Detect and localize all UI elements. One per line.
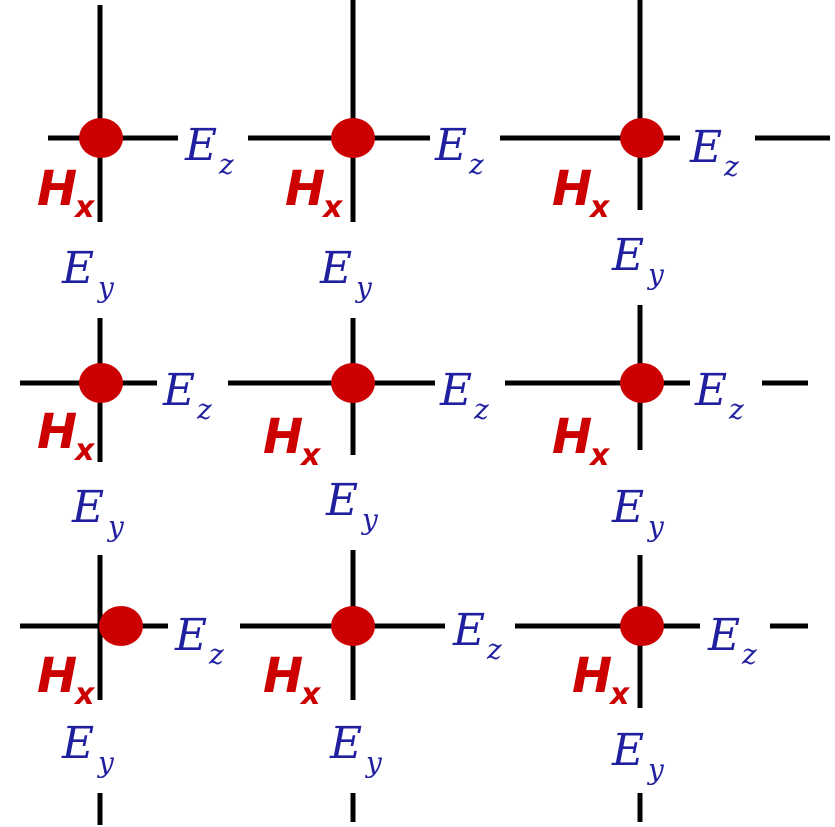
ez-label-symbol: E: [694, 365, 727, 416]
ez-label-subscript: z: [486, 633, 502, 666]
hx-label-subscript: x: [73, 677, 96, 712]
ey-label-subscript: y: [646, 258, 665, 291]
ez-label-symbol: E: [434, 120, 467, 171]
hx-label-subscript: x: [299, 677, 322, 712]
ez-label-subscript: z: [728, 393, 744, 426]
h-node: [79, 363, 123, 403]
hx-label: Hx: [285, 161, 344, 225]
hx-label-subscript: x: [588, 438, 611, 473]
h-node: [331, 363, 375, 403]
h-node: [620, 606, 664, 646]
hx-label-symbol: H: [37, 161, 77, 217]
hx-label-subscript: x: [321, 190, 344, 225]
ey-label-subscript: y: [354, 271, 373, 304]
ey-label-symbol: E: [61, 718, 94, 769]
ey-label-subscript: y: [106, 510, 125, 543]
hx-label: Hx: [37, 648, 96, 712]
ey-label-symbol: E: [61, 243, 94, 294]
ez-label-symbol: E: [174, 610, 207, 661]
hx-label-subscript: x: [588, 190, 611, 225]
h-node: [331, 606, 375, 646]
ey-label-symbol: E: [71, 482, 104, 533]
hx-label-symbol: H: [552, 161, 592, 217]
ez-label-subscript: z: [473, 393, 489, 426]
ez-label-subscript: z: [723, 150, 739, 183]
ey-label-subscript: y: [96, 746, 115, 779]
ez-label-subscript: z: [218, 148, 234, 181]
hx-label-subscript: x: [608, 677, 631, 712]
h-node: [79, 118, 123, 158]
h-node: [620, 363, 664, 403]
h-node: [99, 606, 143, 646]
ey-label-subscript: y: [646, 753, 665, 786]
ez-label-subscript: z: [196, 393, 212, 426]
ez-label-symbol: E: [439, 365, 472, 416]
hx-label-symbol: H: [572, 648, 612, 704]
hx-label: Hx: [552, 409, 611, 473]
hx-label: Hx: [37, 161, 96, 225]
ez-label-subscript: z: [208, 638, 224, 671]
ez-label-subscript: z: [741, 638, 757, 671]
h-node: [620, 118, 664, 158]
ey-label-subscript: y: [646, 510, 665, 543]
ey-label-symbol: E: [319, 243, 352, 294]
ey-label-symbol: E: [611, 230, 644, 281]
hx-label: Hx: [572, 648, 631, 712]
ey-label-symbol: E: [611, 725, 644, 776]
ez-label-symbol: E: [707, 610, 740, 661]
hx-label: Hx: [263, 409, 322, 473]
hx-label-symbol: H: [263, 648, 303, 704]
hx-label-subscript: x: [299, 438, 322, 473]
hx-label: Hx: [552, 161, 611, 225]
hx-label-symbol: H: [552, 409, 592, 465]
hx-label-symbol: H: [285, 161, 325, 217]
hx-label: Hx: [263, 648, 322, 712]
ey-label-subscript: y: [360, 503, 379, 536]
ez-label-symbol: E: [689, 122, 722, 173]
ez-label-symbol: E: [162, 365, 195, 416]
ez-label-subscript: z: [468, 148, 484, 181]
ez-label-symbol: E: [452, 605, 485, 656]
ez-label-symbol: E: [184, 120, 217, 171]
ey-label-symbol: E: [611, 482, 644, 533]
hx-label-subscript: x: [73, 190, 96, 225]
hx-label-subscript: x: [73, 433, 96, 468]
ey-label-symbol: E: [325, 475, 358, 526]
hx-label-symbol: H: [37, 404, 77, 460]
hx-label-symbol: H: [37, 648, 77, 704]
h-node: [331, 118, 375, 158]
ey-label-subscript: y: [364, 746, 383, 779]
hx-label-symbol: H: [263, 409, 303, 465]
ey-label-subscript: y: [96, 271, 115, 304]
hx-label: Hx: [37, 404, 96, 468]
h-nodes: [79, 118, 664, 646]
ey-label-symbol: E: [329, 718, 362, 769]
